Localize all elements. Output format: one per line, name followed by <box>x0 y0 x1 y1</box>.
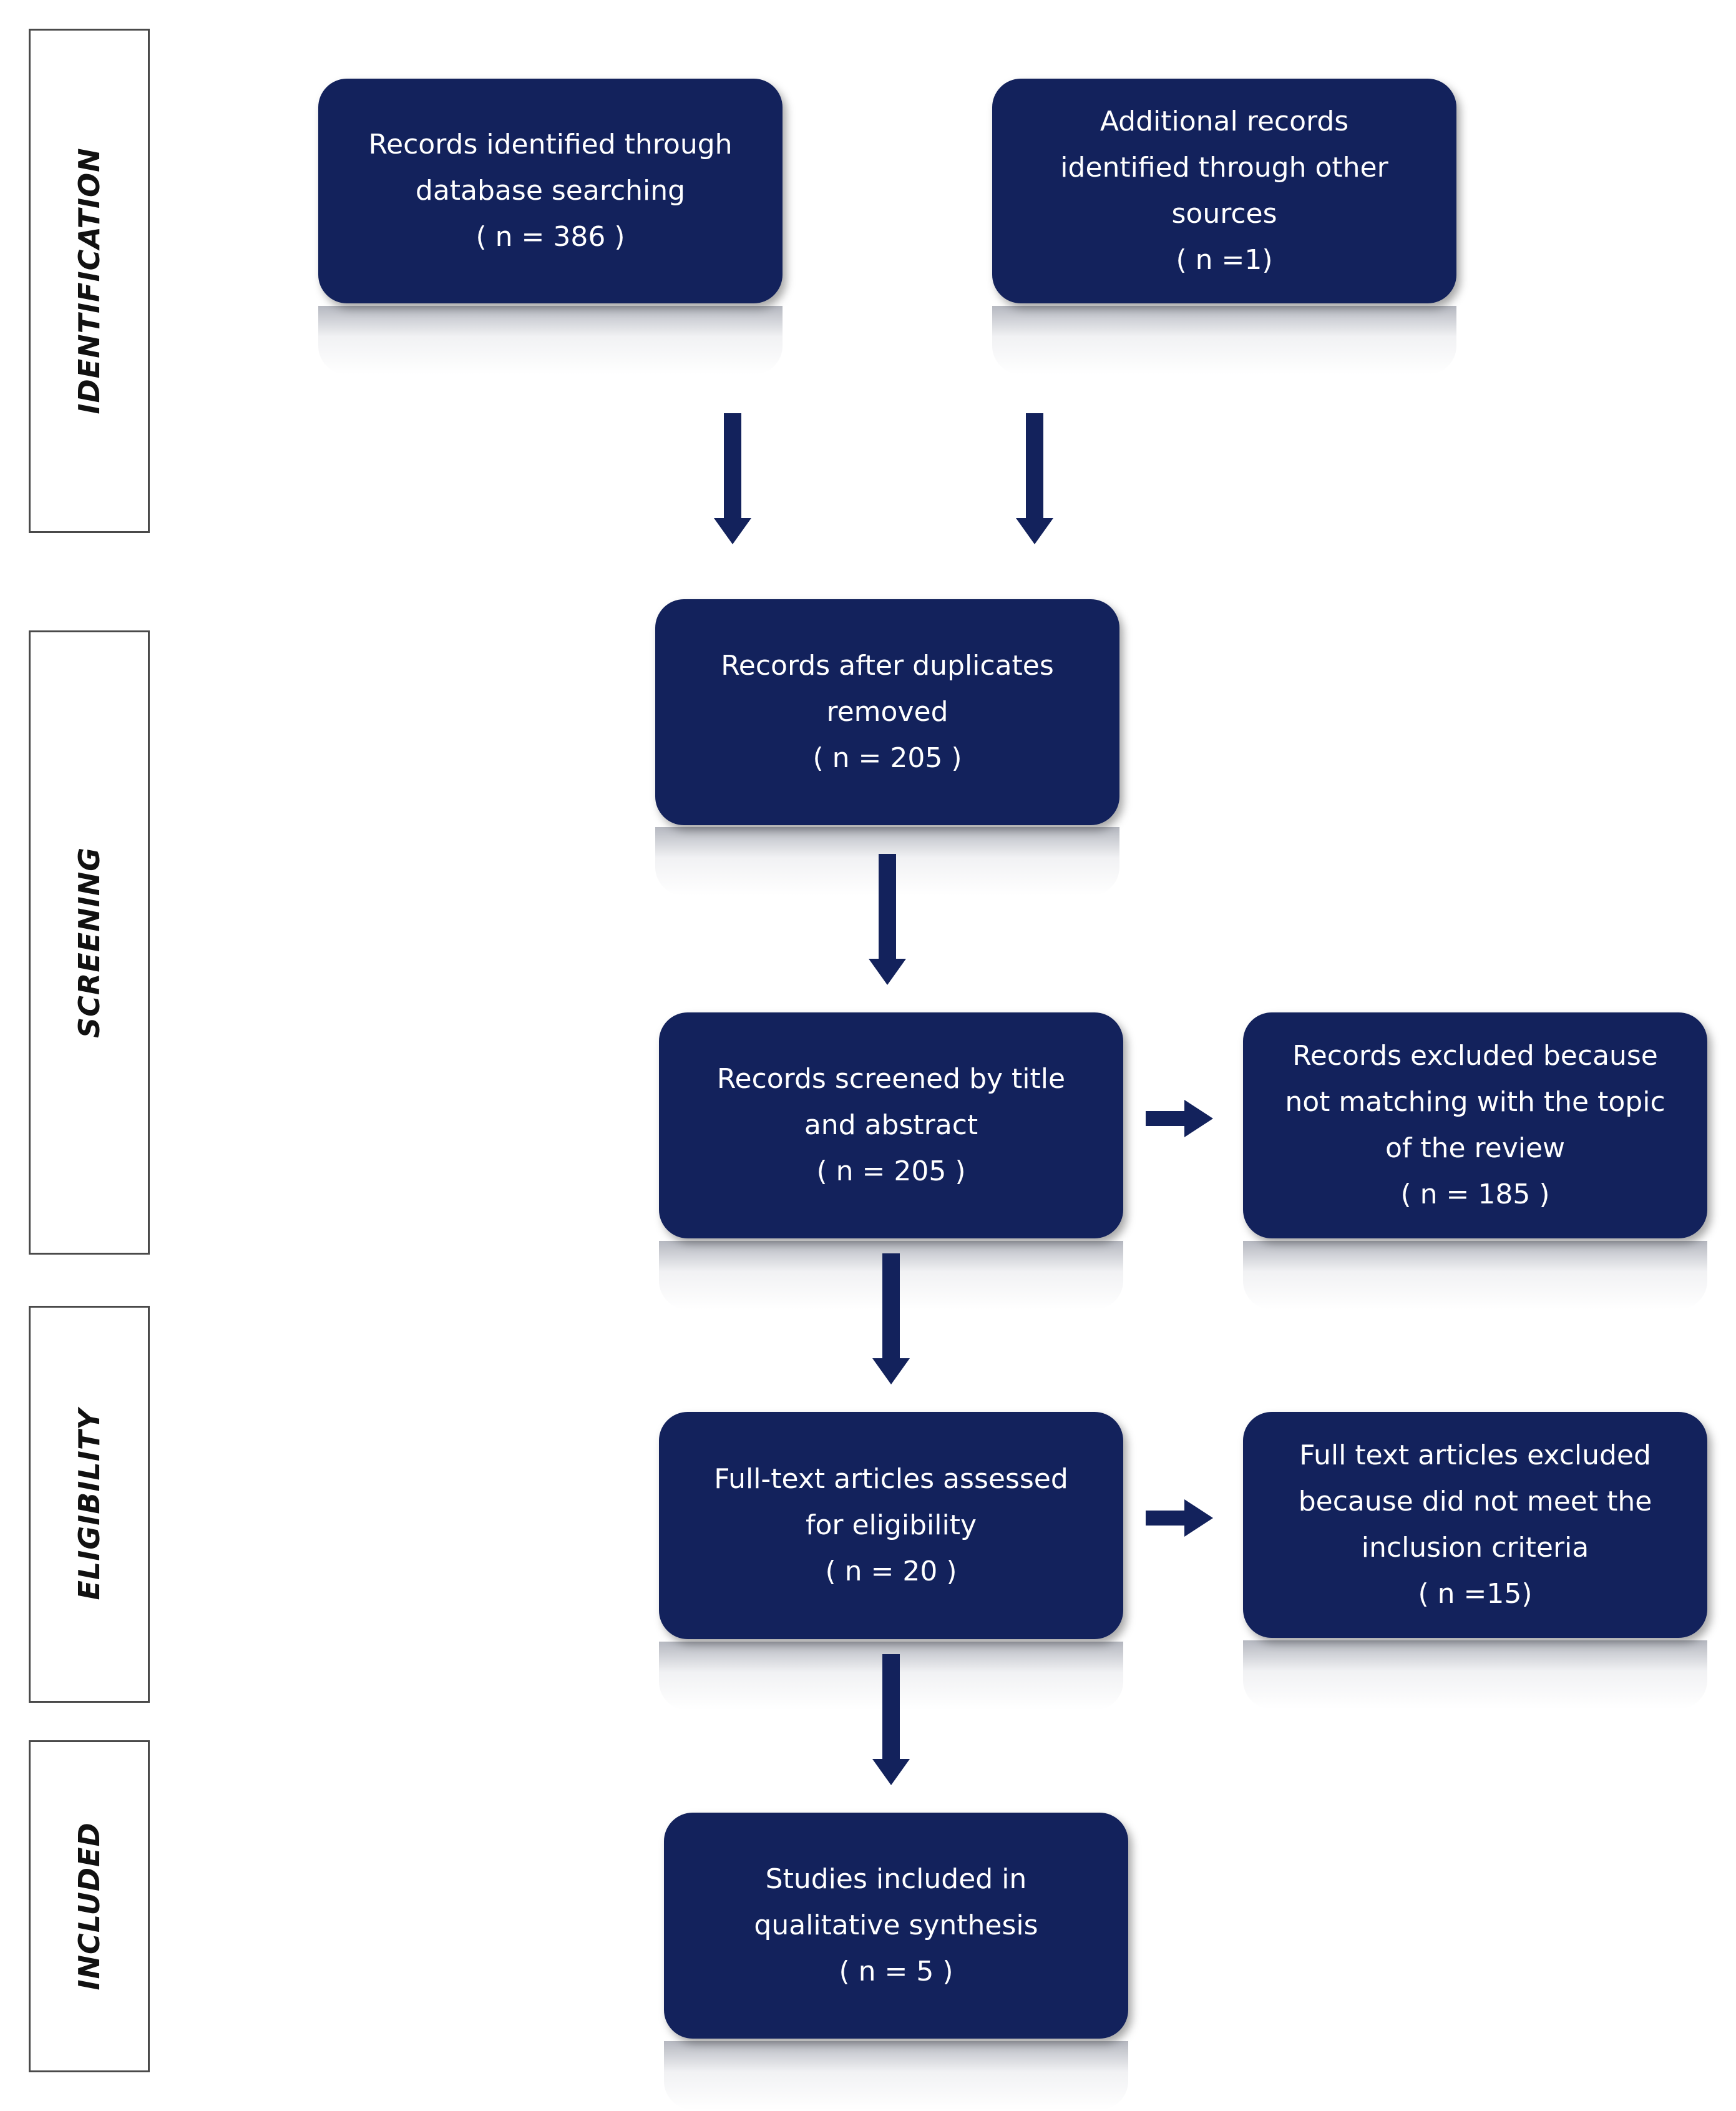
box-screened: Records screened by title and abstract (… <box>659 1012 1123 1238</box>
box-count: ( n = 386 ) <box>475 221 625 253</box>
box-reflection <box>318 306 783 375</box>
box-fulltext-assessed: Full-text articles assessed for eligibil… <box>659 1412 1123 1639</box>
arrow-down <box>872 1253 910 1384</box>
arrow-down <box>714 413 751 544</box>
stage-eligibility: ELIGIBILITY <box>29 1306 150 1703</box>
box-count: ( n =15) <box>1418 1578 1533 1610</box>
box-text-line: Records excluded because <box>1292 1040 1658 1072</box>
stage-identification: IDENTIFICATION <box>29 29 150 533</box>
box-other-sources: Additional records identified through ot… <box>992 79 1456 303</box>
box-text-line: database searching <box>415 175 686 207</box>
box-excluded-criteria: Full text articles excluded because did … <box>1243 1412 1707 1638</box>
stage-identification-label: IDENTIFICATION <box>72 147 106 414</box>
arrow-right <box>1146 1100 1213 1137</box>
box-text-line: Additional records <box>1100 105 1349 137</box>
box-text-line: not matching with the topic <box>1285 1086 1665 1118</box>
box-reflection <box>664 2041 1128 2110</box>
box-text-line: of the review <box>1385 1132 1566 1164</box>
box-text-line: Full text articles excluded <box>1299 1439 1651 1471</box>
box-text-line: Records screened by title <box>716 1063 1066 1095</box>
box-text-line: qualitative synthesis <box>754 1909 1038 1941</box>
stage-screening-label: SCREENING <box>72 846 106 1039</box>
stage-included-label: INCLUDED <box>72 1822 106 1991</box>
box-count: ( n = 185 ) <box>1400 1178 1550 1210</box>
box-excluded-topic: Records excluded because not matching wi… <box>1243 1012 1707 1238</box>
box-count: ( n = 205 ) <box>816 1155 966 1187</box>
arrow-down <box>872 1654 910 1785</box>
box-text-line: inclusion criteria <box>1361 1532 1589 1564</box>
stage-included: INCLUDED <box>29 1740 150 2072</box>
box-count: ( n = 205 ) <box>812 742 962 774</box>
box-reflection <box>1243 1640 1707 1709</box>
box-count: ( n =1) <box>1176 244 1273 276</box>
arrow-down <box>1016 413 1053 544</box>
box-count: ( n = 20 ) <box>825 1555 957 1587</box>
box-text-line: removed <box>826 696 948 728</box>
box-text-line: for eligibility <box>805 1509 977 1541</box>
box-reflection <box>992 306 1456 375</box>
stage-eligibility-label: ELIGIBILITY <box>72 1408 106 1600</box>
stage-screening: SCREENING <box>29 630 150 1255</box>
box-text-line: because did not meet the <box>1298 1486 1652 1517</box>
box-text-line: Records after duplicates <box>721 650 1054 682</box>
box-text-line: Full-text articles assessed <box>714 1463 1068 1495</box>
box-after-duplicates: Records after duplicates removed ( n = 2… <box>655 599 1119 825</box>
box-count: ( n = 5 ) <box>839 1956 953 1987</box>
box-text-line: Studies included in <box>765 1863 1027 1895</box>
box-text-line: identified through other <box>1060 152 1388 184</box>
arrow-right <box>1146 1499 1213 1537</box>
arrow-down <box>869 854 906 985</box>
box-text-line: sources <box>1171 198 1277 230</box>
box-text-line: Records identified through <box>368 129 733 160</box>
box-studies-included: Studies included in qualitative synthesi… <box>664 1813 1128 2039</box>
box-reflection <box>1243 1241 1707 1310</box>
box-text-line: and abstract <box>804 1109 978 1141</box>
box-database-records: Records identified through database sear… <box>318 79 783 303</box>
